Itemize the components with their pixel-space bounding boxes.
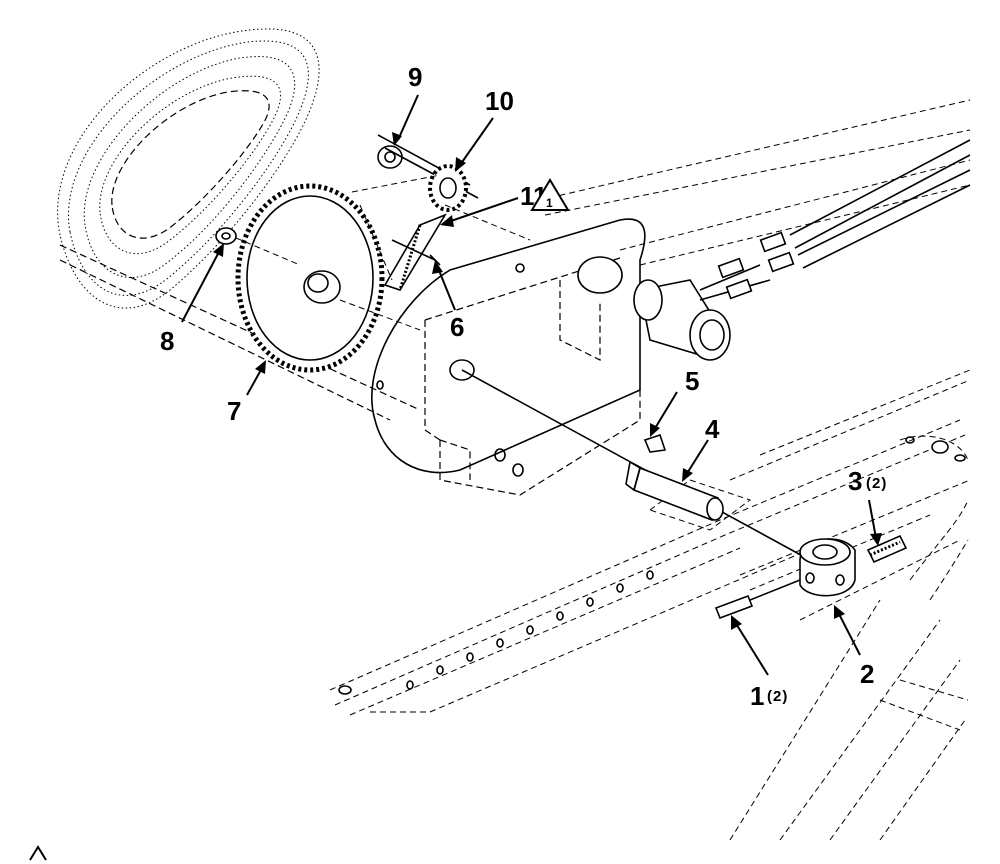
callout-3-qty: (2) (866, 475, 887, 492)
footnote-triangle-icon (29, 845, 47, 861)
callout-8: 8 (160, 326, 174, 356)
callout-3: 3 (848, 466, 862, 496)
callout-labels: 9 10 11 6 8 7 5 4 3 (2) 2 1 (2) (160, 62, 887, 711)
callout-5: 5 (685, 366, 699, 396)
small-sprocket-assembly (351, 134, 531, 291)
hydraulic-motor (633, 139, 971, 361)
callout-10: 10 (485, 86, 514, 116)
note-triangle-icon: 1 (530, 178, 570, 211)
callout-6: 6 (450, 312, 464, 342)
shaft (461, 369, 811, 561)
drive-belt (57, 28, 320, 309)
leader-lines (181, 94, 882, 676)
note-triangle-number: 1 (546, 196, 553, 210)
callout-1: 1 (750, 681, 764, 711)
callout-9: 9 (408, 62, 422, 92)
channel-holes (338, 436, 966, 695)
callout-7: 7 (227, 396, 241, 426)
callout-2: 2 (860, 659, 874, 689)
callout-1-qty: (2) (767, 688, 788, 705)
collar (714, 534, 908, 620)
nut (215, 227, 301, 266)
callout-4: 4 (705, 414, 720, 444)
frame-members (59, 99, 971, 841)
large-sprocket (235, 183, 421, 373)
